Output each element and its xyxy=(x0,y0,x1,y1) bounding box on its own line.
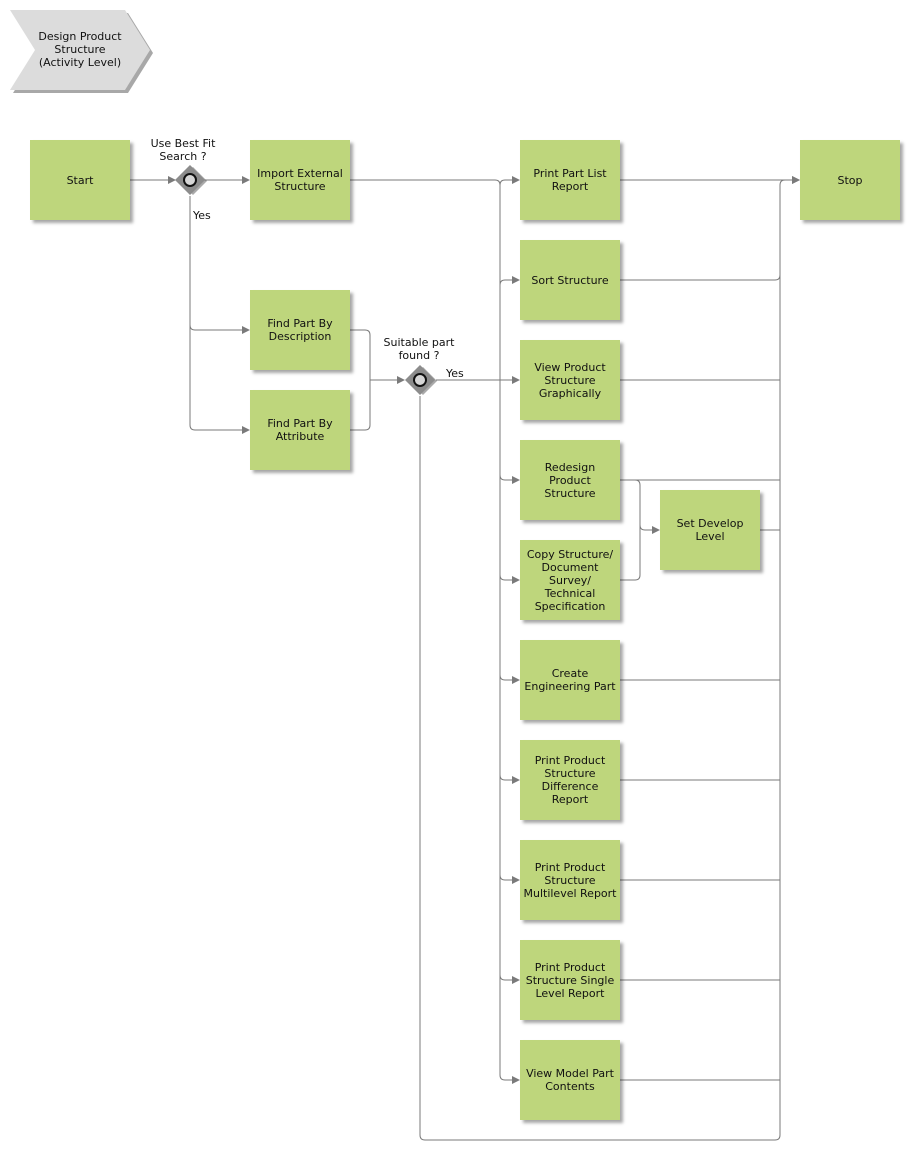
gateway-best-fit-question: Use Best Fit Search ? xyxy=(150,137,216,163)
activity-view-product-structure-graphically[interactable]: View Product Structure Graphically xyxy=(520,340,620,420)
connector-to-set-develop xyxy=(620,479,641,581)
activity-import-external-structure[interactable]: Import External Structure xyxy=(250,140,350,220)
activity-set-develop-level[interactable]: Set Develop Level xyxy=(660,490,760,570)
activity-print-single-level-report[interactable]: Print Product Structure Single Level Rep… xyxy=(520,940,620,1020)
activity-create-engineering-part[interactable]: Create Engineering Part xyxy=(520,640,620,720)
connector-find-gateway xyxy=(350,329,371,431)
banner-title: Design Product Structure (Activity Level… xyxy=(38,30,122,69)
activity-stop[interactable]: Stop xyxy=(800,140,900,220)
gateway-best-fit xyxy=(175,165,207,195)
connector-yes-branch xyxy=(189,196,250,434)
connector-return-trunk xyxy=(779,176,800,1135)
activity-start[interactable]: Start xyxy=(30,140,130,220)
activity-redesign-product-structure[interactable]: Redesign Product Structure xyxy=(520,440,620,520)
activity-view-model-part-contents[interactable]: View Model Part Contents xyxy=(520,1040,620,1120)
activity-print-multilevel-report[interactable]: Print Product Structure Multilevel Repor… xyxy=(520,840,620,920)
activity-copy-structure[interactable]: Copy Structure/ Document Survey/ Technic… xyxy=(520,540,620,620)
activity-sort-structure[interactable]: Sort Structure xyxy=(520,240,620,320)
gateway-suitable-part xyxy=(405,365,437,395)
gateway-best-fit-yes-label: Yes xyxy=(193,209,211,222)
gateway-suitable-part-question: Suitable part found ? xyxy=(383,336,455,362)
activity-find-part-by-attribute[interactable]: Find Part By Attribute xyxy=(250,390,350,470)
activity-find-part-by-description[interactable]: Find Part By Description xyxy=(250,290,350,370)
activity-print-part-list-report[interactable]: Print Part List Report xyxy=(520,140,620,220)
connector-gateway2-no xyxy=(419,396,781,1141)
connector-import-trunk xyxy=(350,179,520,1084)
gateway-suitable-part-yes-label: Yes xyxy=(446,367,464,380)
activity-print-difference-report[interactable]: Print Product Structure Difference Repor… xyxy=(520,740,620,820)
